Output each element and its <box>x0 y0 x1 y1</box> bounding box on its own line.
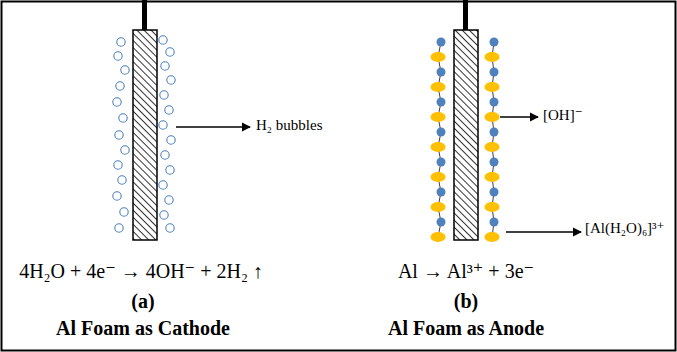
aluminium-ion <box>485 142 500 152</box>
h2-bubble <box>119 114 127 122</box>
aluminium-ion <box>431 172 446 182</box>
reaction-equation: 4H₂O + 4e⁻ → 4OH⁻ + 2H₂ ↑ <box>19 260 263 283</box>
hydroxide-dot <box>437 158 446 167</box>
ion-chains <box>431 38 500 243</box>
aluminium-ion <box>485 202 500 212</box>
h2-bubble <box>120 208 128 216</box>
aluminium-ion <box>431 202 446 212</box>
h2-bubble <box>159 36 167 44</box>
h2-bubble <box>161 151 169 159</box>
aluminium-ion <box>431 112 446 122</box>
reaction-equation: Al → Al³⁺ + 3e⁻ <box>398 260 534 283</box>
hydroxide-dot <box>437 218 446 227</box>
aluminium-ion <box>431 142 446 152</box>
h2-bubble <box>113 98 121 106</box>
h2-bubble <box>114 52 122 60</box>
hydroxide-dot <box>490 158 499 167</box>
electrode-rod <box>463 0 468 30</box>
hydroxide-dot <box>437 188 446 197</box>
h2-bubble <box>116 82 124 90</box>
h2-bubble <box>160 211 168 219</box>
panel-caption: Al Foam as Anode <box>388 317 544 340</box>
panel-letter: (a) <box>131 290 154 313</box>
h2-bubble <box>167 76 175 84</box>
h2-bubble <box>159 121 167 129</box>
hydroxide-dot <box>490 38 499 47</box>
hydroxide-dot <box>437 98 446 107</box>
leader-arrow <box>500 116 538 117</box>
h2-bubble <box>165 106 173 114</box>
leader-arrow <box>506 231 581 232</box>
hydroxide-dot <box>437 128 446 137</box>
h2-bubble <box>161 62 169 70</box>
h2-bubbles <box>113 36 175 232</box>
h2-bubble <box>121 66 129 74</box>
hydroxide-dot <box>490 128 499 137</box>
anode-electrode <box>454 30 478 240</box>
aluminium-ion <box>431 232 446 242</box>
h2-bubble <box>115 224 123 232</box>
h2-bubble <box>113 192 121 200</box>
bubble-label: H₂ bubbles <box>256 117 322 134</box>
h2-bubble <box>159 181 167 189</box>
h2-bubble <box>167 136 175 144</box>
hydroxide-dot <box>490 218 499 227</box>
leader-arrow <box>176 126 250 127</box>
aluminium-ion <box>485 172 500 182</box>
aluminium-ion <box>485 82 500 92</box>
h2-bubble <box>160 91 168 99</box>
h2-bubble <box>115 131 123 139</box>
hydroxide-dot <box>490 188 499 197</box>
hydroxide-dot <box>437 38 446 47</box>
h2-bubble <box>118 176 126 184</box>
aluminium-ion <box>485 232 500 242</box>
hydroxide-dot <box>490 98 499 107</box>
hydroxide-dot <box>437 68 446 77</box>
h2-bubble <box>166 224 174 232</box>
aluminium-ion <box>485 112 500 122</box>
panel-caption: Al Foam as Cathode <box>56 317 230 340</box>
panel-letter: (b) <box>454 290 478 313</box>
electrode-rod <box>142 0 147 30</box>
h2-bubble <box>165 196 173 204</box>
cathode-electrode <box>133 30 157 240</box>
h2-bubble <box>166 48 174 56</box>
ion-label: [OH]⁻ <box>543 107 583 124</box>
h2-bubble <box>114 161 122 169</box>
h2-bubble <box>117 38 125 46</box>
aluminium-ion <box>485 52 500 62</box>
aluminium-ion <box>431 52 446 62</box>
hydroxide-dot <box>490 68 499 77</box>
h2-bubble <box>166 166 174 174</box>
ion-label: [Al(H₂O)₆]³⁺ <box>585 220 665 237</box>
aluminium-ion <box>431 82 446 92</box>
h2-bubble <box>121 146 129 154</box>
